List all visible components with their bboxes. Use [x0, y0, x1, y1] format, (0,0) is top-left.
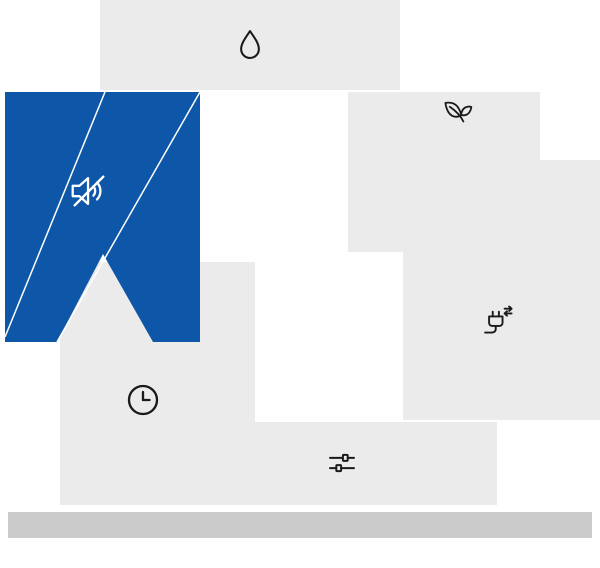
tile-power[interactable]: [403, 160, 600, 420]
clock-icon: [123, 380, 163, 420]
sliders-icon: [324, 445, 360, 481]
ribbon-fold-graphic: [5, 92, 200, 342]
plug-swap-icon: [478, 303, 516, 341]
tile-sound-muted[interactable]: [5, 92, 200, 342]
tile-settings[interactable]: [205, 422, 497, 505]
horizontal-scrollbar[interactable]: [8, 512, 592, 538]
leaf-icon: [440, 96, 476, 132]
tile-water[interactable]: [100, 0, 400, 90]
water-drop-icon: [231, 26, 269, 64]
speaker-muted-icon: [66, 168, 112, 214]
